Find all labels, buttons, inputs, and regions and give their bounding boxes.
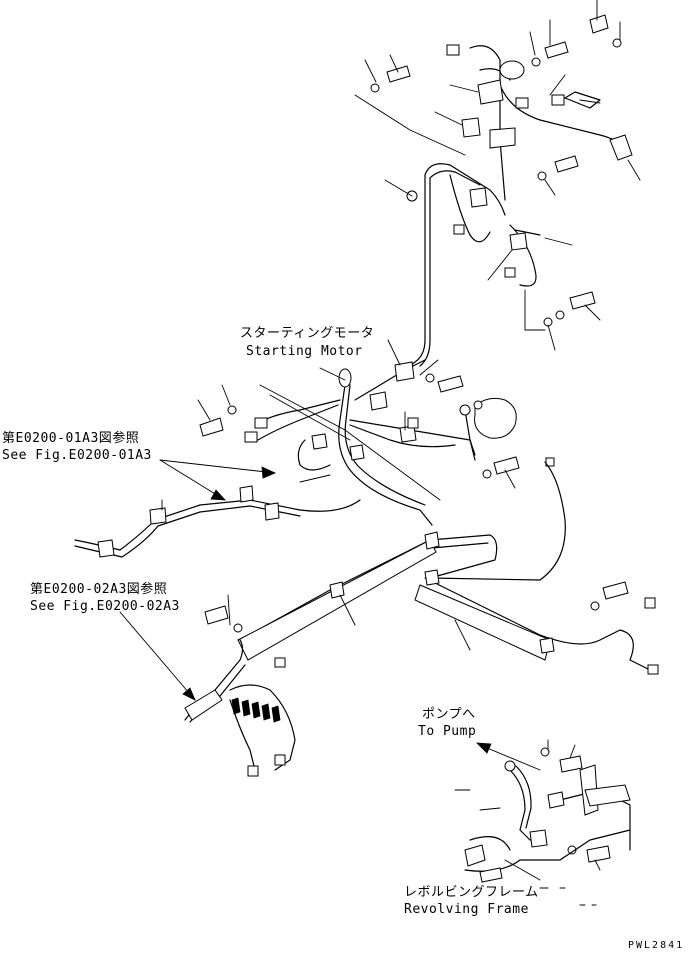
left-bottom-harness-group [184,594,296,777]
terminal-strip [231,697,281,723]
to-pump-label-en: To Pump [418,724,477,739]
top-harness-group [199,0,641,863]
reference-01-label-en: See Fig.E0200-01A3 [2,448,152,463]
arrow-group [119,459,541,771]
revolving-frame-label-jp: レボルビングフレーム [404,885,539,900]
reference-02-label-jp: 第E0200-02A3図参照 [30,582,168,597]
pump-detail-group [454,739,631,906]
drawing-code: PWL2841 [628,940,685,951]
starting-motor-label-en: Starting Motor [246,344,363,359]
revolving-frame-label-en: Revolving Frame [404,902,529,917]
cable-rail-group [237,461,659,675]
left-harness-group [74,485,361,558]
reference-01-label-jp: 第E0200-01A3図参照 [2,431,140,446]
middle-harness-group [197,339,555,526]
reference-02-label-en: See Fig.E0200-02A3 [30,599,180,614]
to-pump-label-jp: ポンプへ [422,707,476,722]
starting-motor-label-jp: スターティングモータ [240,326,375,341]
bolt-group-top [199,14,629,863]
